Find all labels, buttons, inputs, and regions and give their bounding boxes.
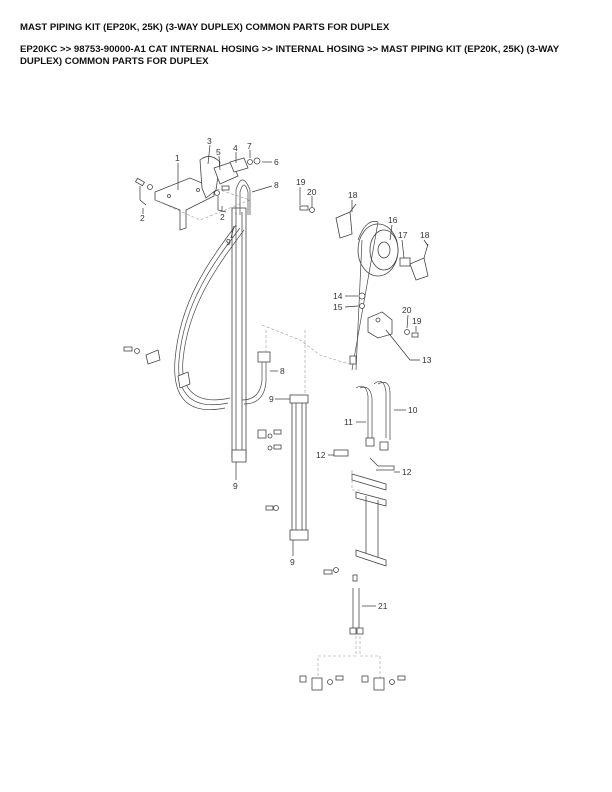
callout-12[interactable]: 12 [402,467,412,477]
clip-4 [229,157,249,173]
callout-2[interactable]: 2 [220,212,225,222]
hose-guide-channel-left [231,207,247,463]
channel-fasteners [257,429,282,511]
callout-15[interactable]: 15 [333,302,343,312]
hose-21 [349,588,364,635]
callout-5[interactable]: 5 [216,147,221,157]
washer-lower [333,567,339,573]
callout-12[interactable]: 12 [316,450,326,460]
guide-bottom-left [317,636,357,678]
bolt-19-top [299,205,309,211]
hose-loop-8-inner [239,184,249,215]
callout-20[interactable]: 20 [307,187,317,197]
callout-10[interactable]: 10 [408,405,418,415]
callout-8[interactable]: 8 [280,366,285,376]
assembly-guide [154,187,251,221]
callout-3[interactable]: 3 [207,136,212,146]
hose-guide-channel-middle [289,394,309,541]
bolt-2-right [214,185,230,213]
pulley-hose [351,221,379,371]
callout-4[interactable]: 4 [233,143,238,153]
fitting-left [365,437,375,447]
clamp-3 [199,156,221,199]
hose-loop-8 [235,179,251,215]
spring-fitting [352,574,358,582]
callout-9[interactable]: 9 [290,557,295,567]
valve-fittings-left [299,675,344,691]
callout-20[interactable]: 20 [402,305,412,315]
callout-9[interactable]: 9 [226,237,231,247]
hose-8-lower [241,351,271,405]
pipe-10 [373,381,391,440]
callout-19[interactable]: 19 [412,316,422,326]
bracket-18-left [335,203,357,239]
callout-17[interactable]: 17 [398,230,408,240]
leader-lines [142,144,429,607]
callout-18[interactable]: 18 [348,190,358,200]
pulley-hose-2 [355,239,363,371]
roller-17 [399,257,411,267]
callout-9[interactable]: 9 [233,481,238,491]
nut-7 [247,159,253,165]
pulley-16 [357,223,399,277]
breadcrumb: EP20KC >> 98753-90000-A1 CAT INTERNAL HO… [20,44,560,67]
long-hose-assembly [174,224,245,410]
pipe-11 [355,385,373,440]
callout-18[interactable]: 18 [420,230,430,240]
fitting-right [379,441,389,451]
bracket-18-right [409,243,429,281]
callout-7[interactable]: 7 [247,141,252,151]
washer-6 [253,157,261,165]
block-13 [367,311,393,339]
washer-20-top [309,207,315,213]
bolt-19-right [411,332,419,338]
callout-11[interactable]: 11 [344,417,353,427]
callout-8[interactable]: 8 [274,180,279,190]
hose-fitting [349,355,357,365]
clip-small-left [123,346,191,389]
valve-fittings-right [361,675,406,691]
bolt-2-left [134,177,153,206]
callout-13[interactable]: 13 [422,355,432,365]
callout-19[interactable]: 19 [296,177,306,187]
connector-12-right [369,457,395,471]
guide-bottom-right [359,636,381,678]
guide-line-1 [261,324,353,366]
callout-21[interactable]: 21 [378,601,388,611]
page-title: MAST PIPING KIT (EP20K, 25K) (3-WAY DUPL… [20,22,390,33]
washer-15 [359,303,365,309]
callout-9[interactable]: 9 [269,394,274,404]
lower-frame [351,473,387,567]
guide-line-4 [351,470,360,491]
washer-20-right [404,329,410,335]
callout-16[interactable]: 16 [388,215,398,225]
callout-1[interactable]: 1 [175,153,180,163]
connector-12-left [333,449,349,457]
bolt-lower [323,569,333,575]
bolt-14 [358,292,366,300]
callout-labels: 1 2 2 3 4 5 6 7 8 8 9 9 9 9 10 11 12 12 … [140,136,432,611]
callout-14[interactable]: 14 [333,291,343,301]
callout-2[interactable]: 2 [140,213,145,223]
callout-6[interactable]: 6 [274,157,279,167]
